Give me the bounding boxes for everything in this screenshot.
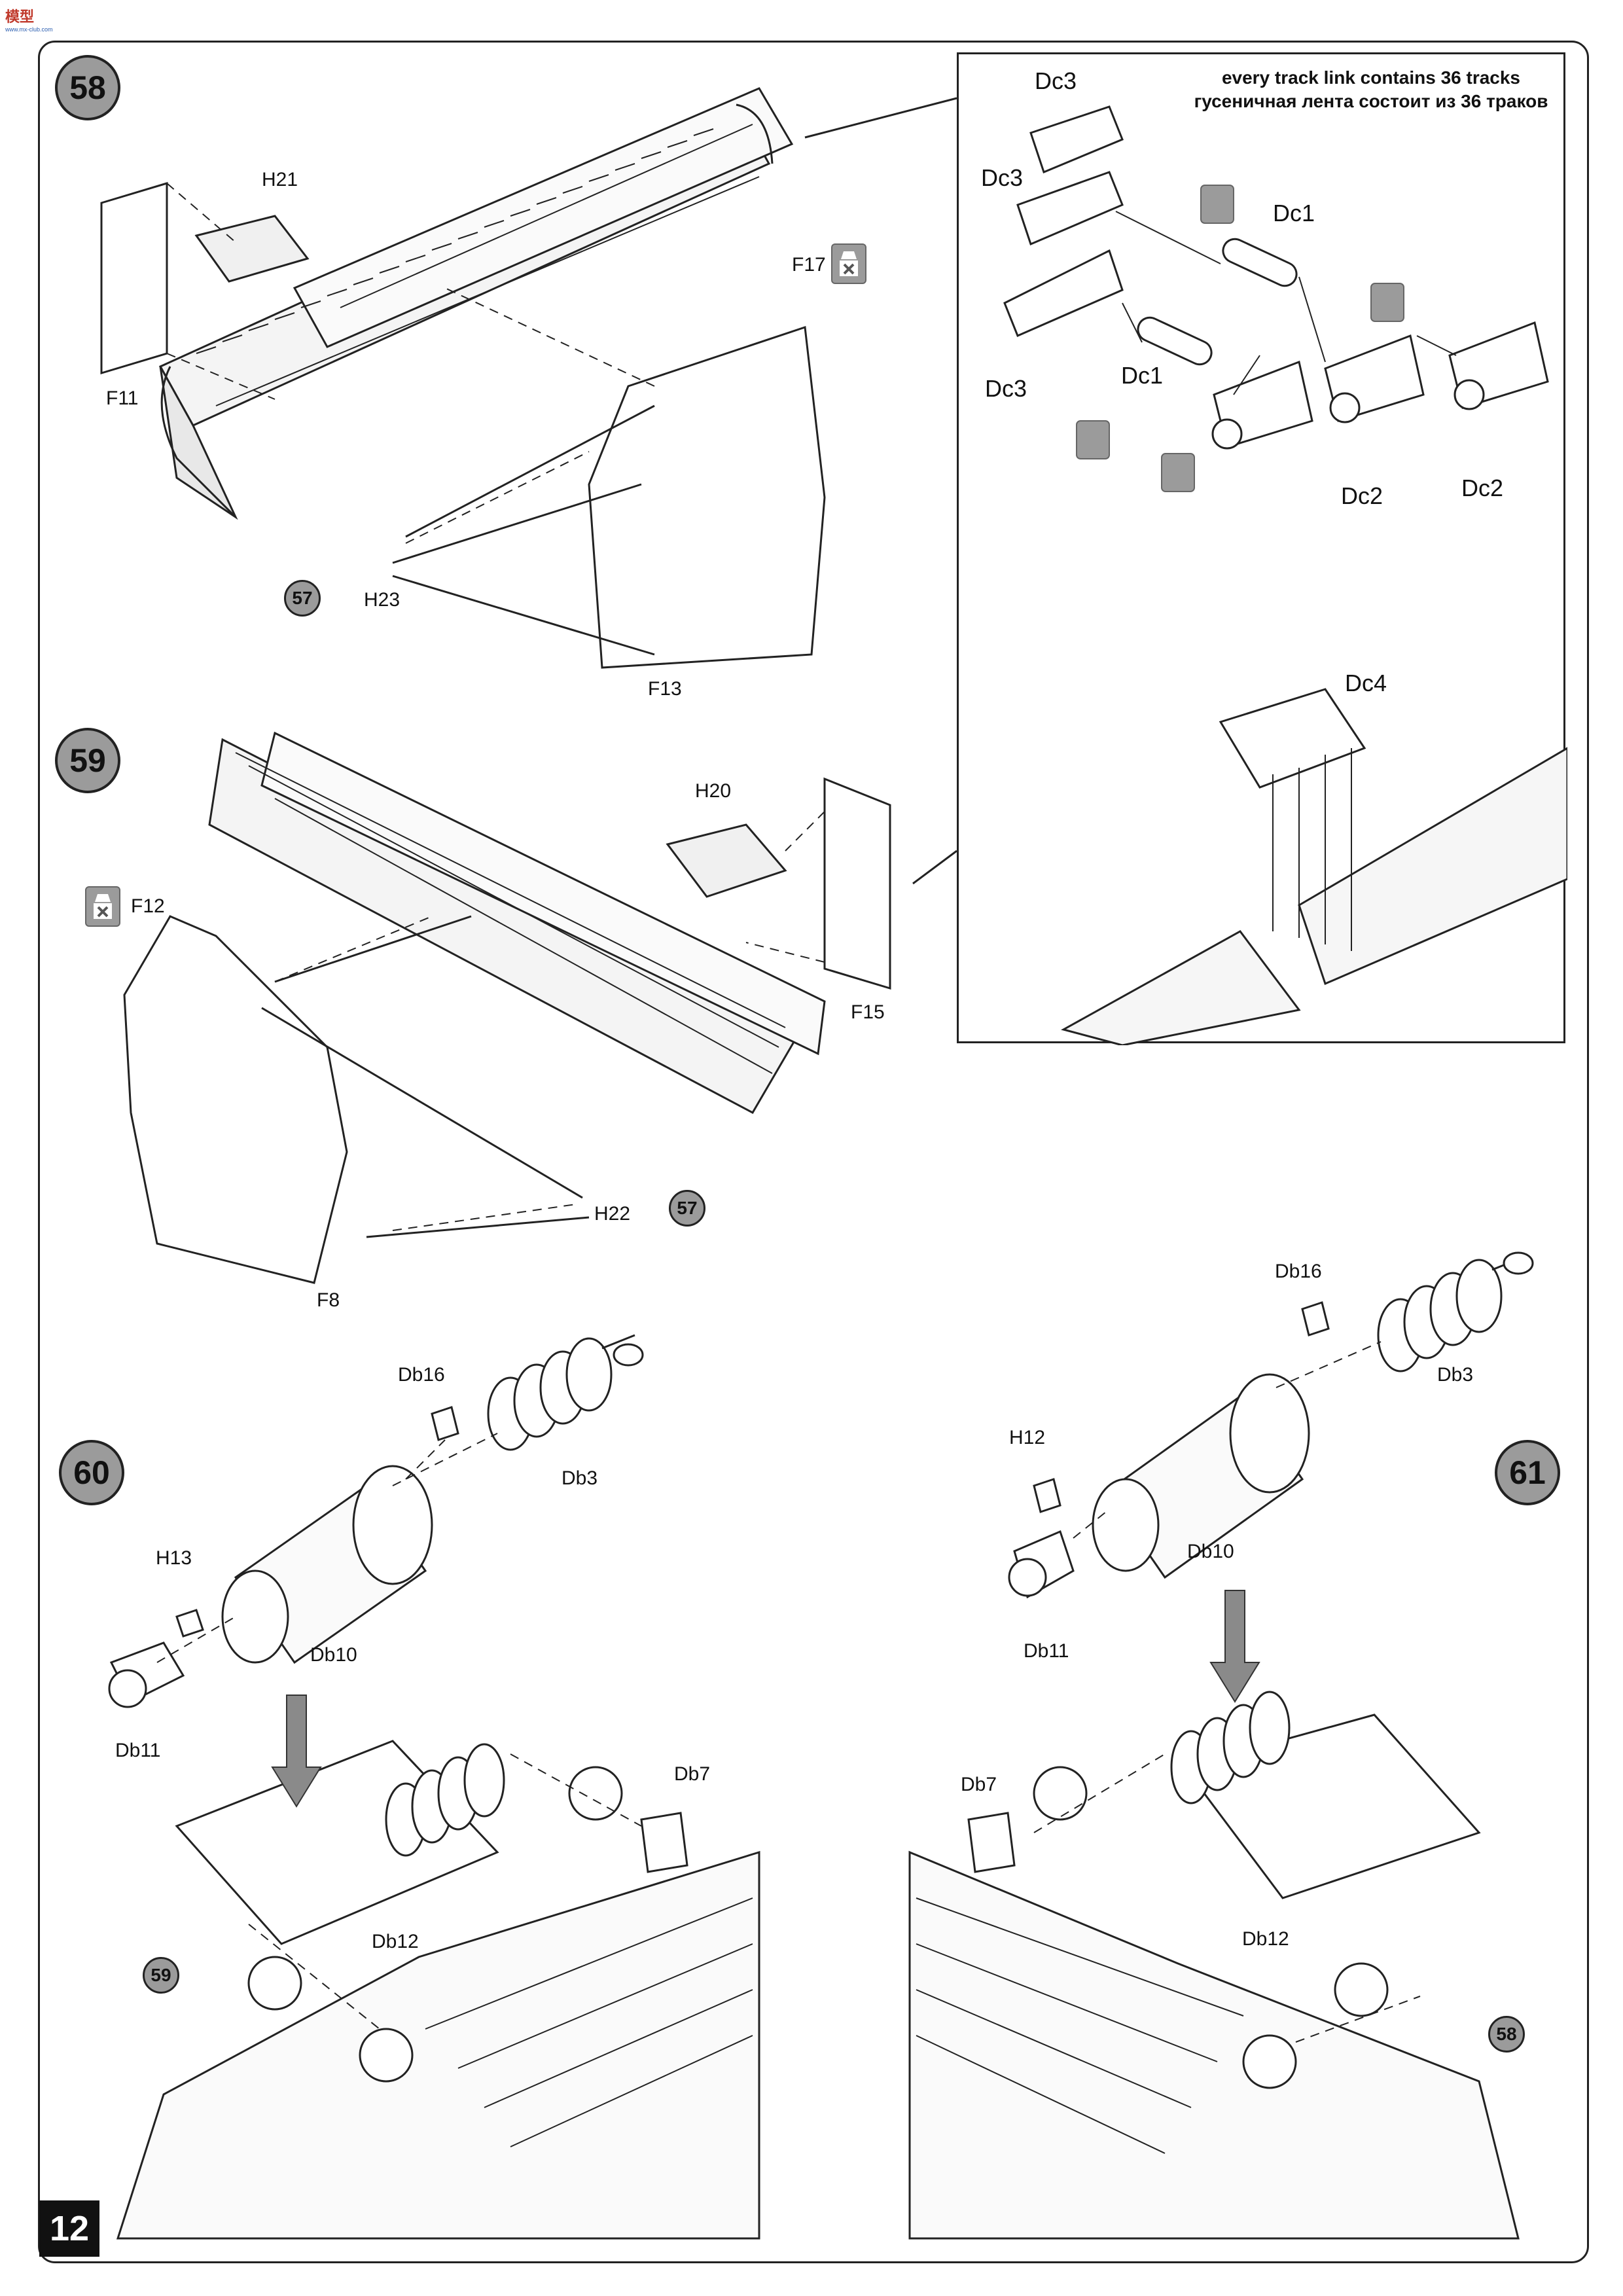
page-frame: [38, 41, 1589, 2263]
step61-shock-drawing: [908, 1251, 1534, 2240]
part-label-db16: Db16: [398, 1364, 445, 1386]
part-label-db7: Db7: [674, 1763, 711, 1785]
part-label-h12: H12: [1009, 1427, 1046, 1448]
ref-58-label: 58: [1496, 2024, 1517, 2044]
part-label-db11: Db11: [115, 1740, 161, 1761]
part-label-dc2: Dc2: [1341, 482, 1383, 509]
step-59-badge: 59: [55, 728, 120, 793]
glue-icon: [831, 243, 866, 284]
ref-step-59-badge: 59: [143, 1957, 179, 1994]
part-label-db12: Db12: [372, 1931, 419, 1952]
ref-57-label-b: 57: [677, 1198, 698, 1218]
part-label-dc3: Dc3: [981, 164, 1024, 191]
part-label-h22: H22: [594, 1203, 631, 1225]
track-link-drawing: [1003, 105, 1567, 1045]
part-label-f15: F15: [851, 1001, 885, 1023]
part-label-dc3: Dc3: [1035, 67, 1077, 94]
part-label-db11: Db11: [1024, 1640, 1069, 1662]
track-note-russian: гусеничная лента состоит из 36 траков: [1194, 91, 1548, 111]
ref-59-label: 59: [151, 1965, 171, 1985]
step-59-number: 59: [69, 742, 106, 779]
ref-step-57-badge: 57: [284, 580, 321, 617]
logo-text: 模型: [5, 9, 35, 25]
step-60-number: 60: [73, 1454, 110, 1491]
ref-step-58-badge: 58: [1488, 2016, 1525, 2053]
logo-url: www.mx-club.com: [5, 26, 53, 33]
part-label-dc2: Dc2: [1461, 475, 1504, 501]
part-label-f12: F12: [131, 895, 165, 917]
step-58-badge: 58: [55, 55, 120, 120]
track-link-detail-panel: every track link contains 36 tracks гусе…: [957, 52, 1567, 1045]
glue-icon: [85, 886, 120, 927]
part-label-db3: Db3: [1437, 1364, 1474, 1386]
part-label-h13: H13: [156, 1547, 192, 1569]
part-label-f8: F8: [317, 1289, 340, 1311]
part-label-db10: Db10: [1187, 1541, 1234, 1562]
track-note-english: every track link contains 36 tracks: [1221, 67, 1521, 88]
step60-shock-drawing: [108, 1334, 760, 2240]
part-label-db10: Db10: [310, 1644, 357, 1666]
part-label-dc3: Dc3: [985, 375, 1027, 402]
ref-57-label: 57: [292, 588, 313, 608]
step59-track-drawing: [123, 731, 957, 1284]
part-label-db7: Db7: [961, 1774, 997, 1795]
step58-track-drawing: [100, 87, 957, 669]
part-label-db16: Db16: [1275, 1261, 1322, 1282]
part-label-f17: F17: [792, 254, 826, 276]
part-label-dc1: Dc1: [1121, 362, 1164, 389]
part-label-db12: Db12: [1242, 1928, 1289, 1950]
part-label-dc4: Dc4: [1345, 670, 1387, 696]
track-count-note: every track link contains 36 tracks гусе…: [1188, 66, 1554, 113]
page-number: 12: [39, 2200, 99, 2257]
part-label-h23: H23: [364, 589, 401, 611]
site-logo: 模型 www.mx-club.com: [5, 5, 53, 33]
step-58-number: 58: [69, 69, 106, 106]
part-label-h21: H21: [262, 169, 298, 190]
part-label-f13: F13: [648, 678, 682, 700]
ref-step-57-badge-b: 57: [669, 1190, 705, 1227]
part-label-db3: Db3: [562, 1467, 598, 1489]
step-61-number: 61: [1509, 1454, 1546, 1491]
step-60-badge: 60: [59, 1440, 124, 1505]
part-label-f11: F11: [106, 387, 139, 409]
part-label-dc1: Dc1: [1273, 200, 1315, 226]
step-61-badge: 61: [1495, 1440, 1560, 1505]
part-label-h20: H20: [695, 780, 732, 802]
